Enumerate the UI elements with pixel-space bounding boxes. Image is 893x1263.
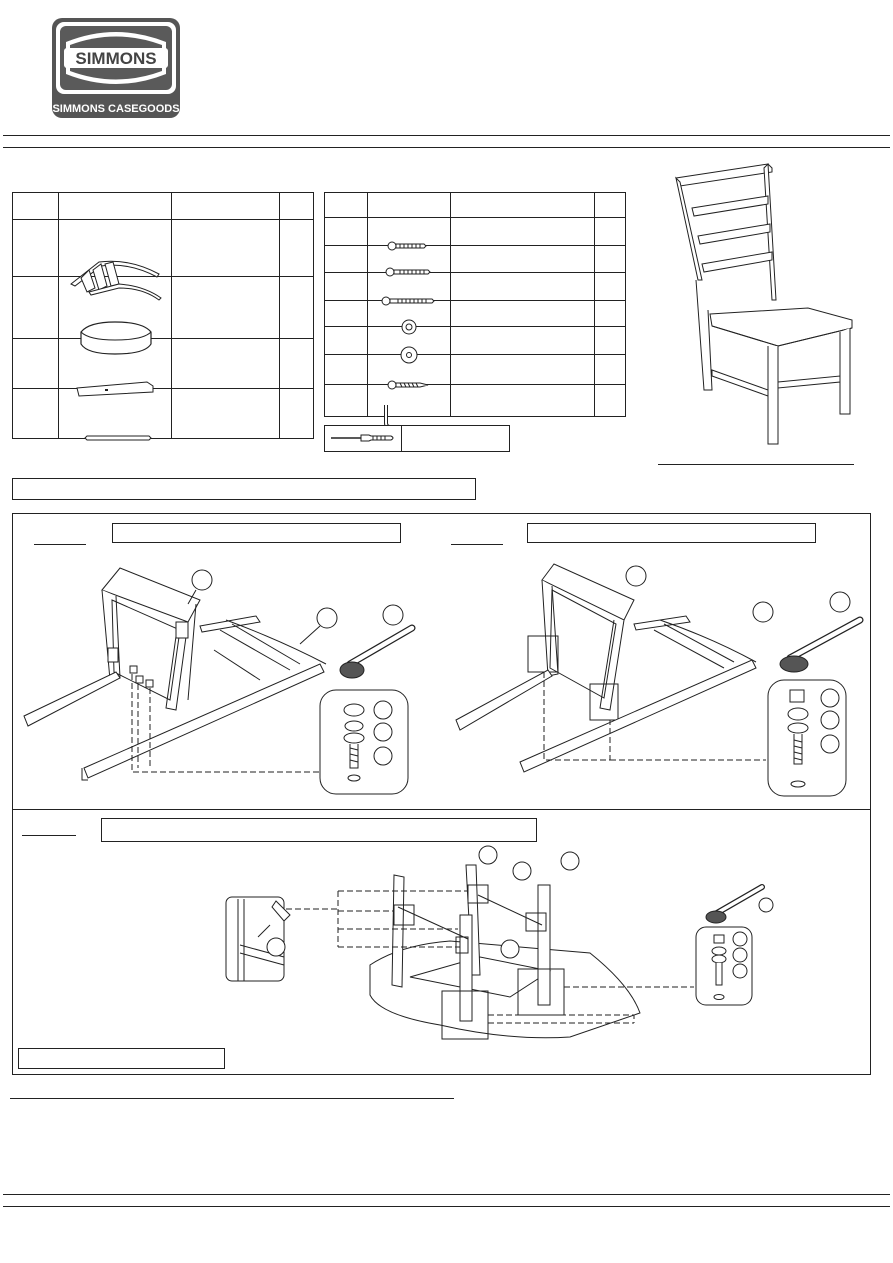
screwdriver-icon: [331, 434, 394, 442]
header-rule-bottom: [3, 147, 890, 148]
step1-caption-box: [112, 523, 401, 543]
step-divider: [13, 809, 870, 810]
header-rule-top: [3, 135, 890, 136]
step3-caption-box: [101, 818, 537, 842]
logo-wordmark: SIMMONS: [75, 49, 156, 68]
step3-diagram: [225, 845, 774, 1040]
tool-screwdriver-box: [324, 425, 510, 452]
step3-label-underline: [22, 835, 76, 836]
footer-rule-bottom: [3, 1206, 890, 1207]
hardware-table: [324, 192, 626, 429]
hardware-bolt-short: [367, 217, 451, 250]
chair-caption-underline: [658, 464, 854, 465]
logo-tagline: SIMMONS CASEGOODS: [52, 103, 179, 115]
step2-diagram: [455, 563, 864, 797]
footer-note-underline: [10, 1098, 454, 1099]
step1-diagram: [23, 567, 416, 795]
footer-rule-top: [3, 1194, 890, 1195]
step2-caption-box: [527, 523, 816, 543]
assembled-chair-illustration: [675, 162, 853, 445]
step1-label-underline: [34, 544, 86, 545]
step3-note-box: [18, 1048, 225, 1069]
parts-table-left: [12, 192, 314, 440]
assembly-heading-box: [12, 478, 476, 500]
part-chair-back: [58, 219, 172, 301]
simmons-logo: SIMMONS SIMMONS CASEGOODS: [52, 18, 180, 118]
simmons-logo-graphic: SIMMONS SIMMONS CASEGOODS: [52, 18, 180, 118]
step2-label-underline: [451, 544, 503, 545]
